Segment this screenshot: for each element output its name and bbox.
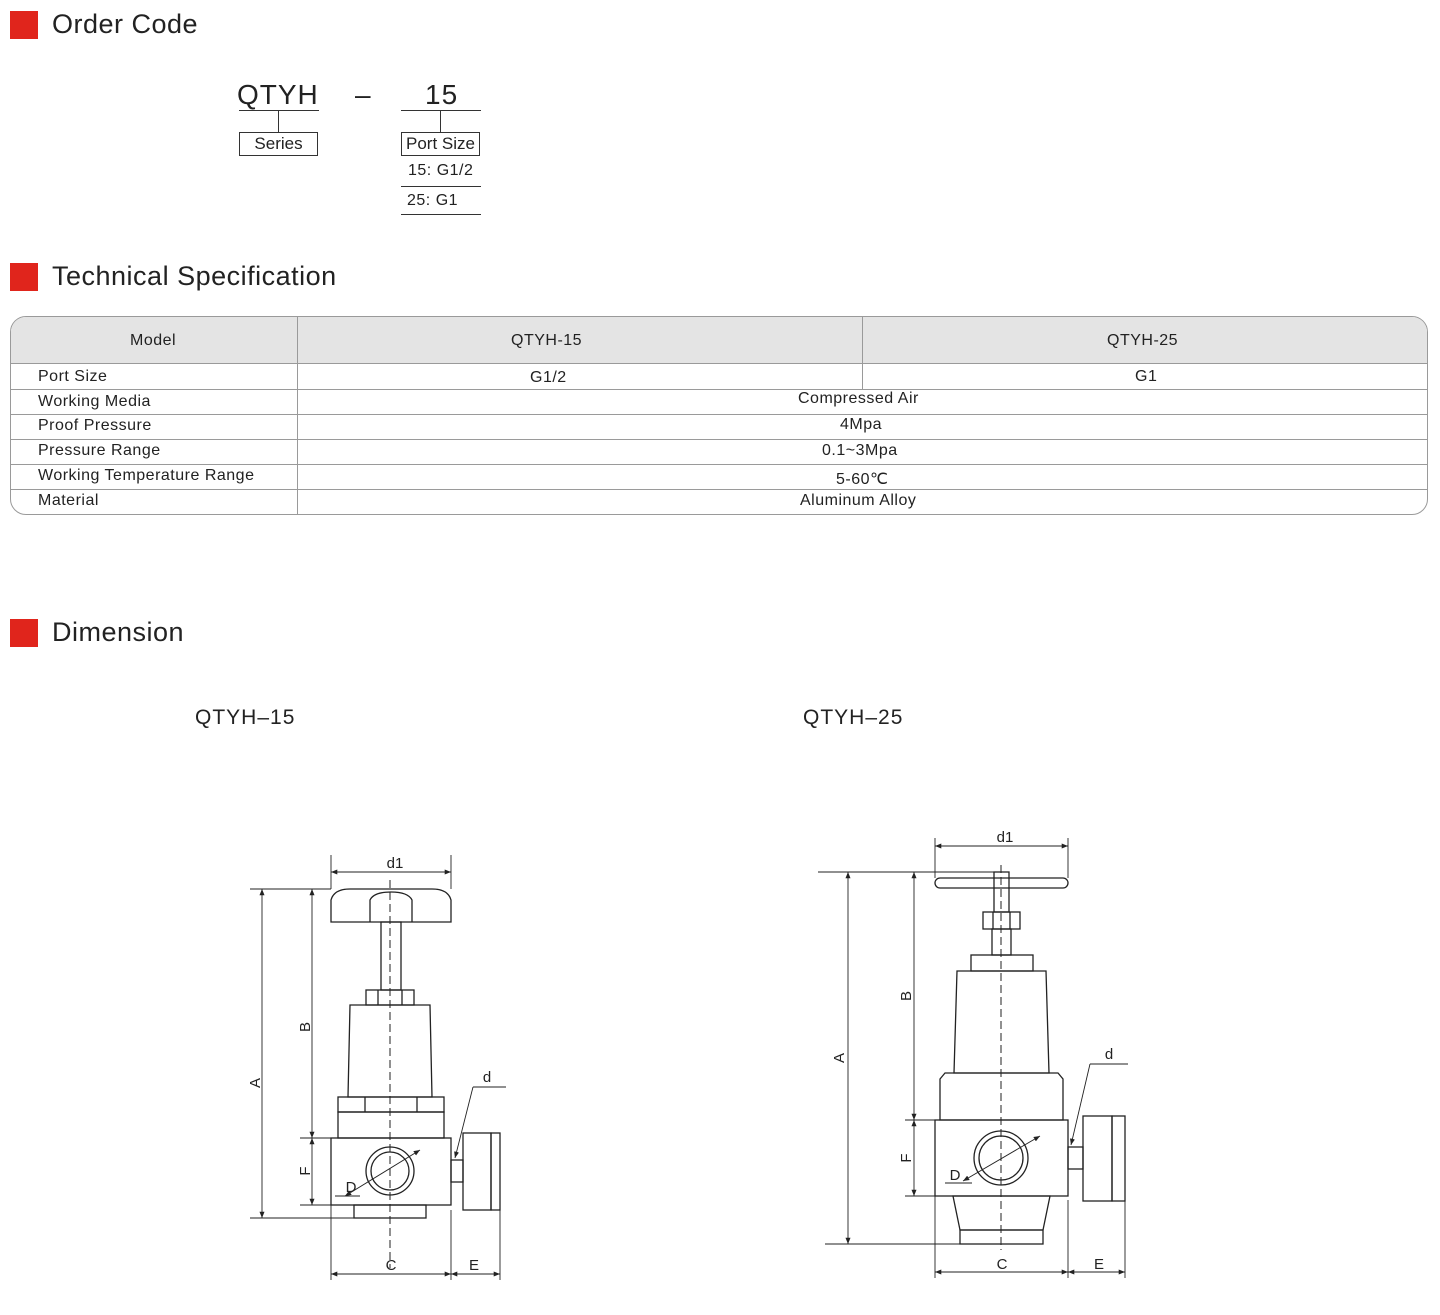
row-value: 0.1~3Mpa <box>822 442 898 459</box>
port-option: 15: G1/2 <box>408 162 474 179</box>
row-value: G1/2 <box>530 369 567 386</box>
row-value: 4Mpa <box>840 416 883 433</box>
row-label: Port Size <box>38 368 108 385</box>
series-code: QTYH <box>237 79 319 110</box>
dim-label-f: F <box>898 1153 915 1162</box>
dim-label-c: C <box>997 1256 1008 1273</box>
section-order-code: Order Code <box>10 9 198 40</box>
row-label: Material <box>38 492 99 509</box>
row-value: Compressed Air <box>798 390 919 407</box>
dim-label-b: B <box>297 1022 314 1032</box>
section-title: Order Code <box>52 9 199 39</box>
dim-label-c: C <box>386 1257 397 1274</box>
dim-label-a: A <box>831 1053 848 1063</box>
header-model: Model <box>130 332 177 349</box>
dim-label-f: F <box>297 1166 314 1175</box>
red-square-icon <box>10 10 38 39</box>
drawing-title-qtyh25: QTYH–25 <box>803 706 904 729</box>
row-value: G1 <box>1135 368 1158 385</box>
red-square-icon <box>10 618 38 647</box>
section-title: Dimension <box>52 617 185 647</box>
series-label: Series <box>239 132 318 156</box>
section-title: Technical Specification <box>52 261 337 291</box>
row-value: Aluminum Alloy <box>800 492 917 509</box>
row-label: Working Media <box>38 393 151 410</box>
dim-label-b: B <box>898 991 915 1001</box>
header-qtyh25: QTYH-25 <box>1107 332 1179 349</box>
dim-label-a: A <box>247 1078 264 1088</box>
red-square-icon <box>10 262 38 291</box>
dim-label-d-gauge: d <box>483 1069 491 1086</box>
dim-label-d-gauge: d <box>1105 1046 1113 1063</box>
section-dimension: Dimension <box>10 617 184 648</box>
row-label: Proof Pressure <box>38 417 152 434</box>
dim-label-d-port: D <box>950 1167 961 1184</box>
row-label: Pressure Range <box>38 442 161 459</box>
port-size-label: Port Size <box>401 132 480 156</box>
section-tech-spec: Technical Specification <box>10 261 337 292</box>
spec-table: Model QTYH-15 QTYH-25 Port Size G1/2 G1 … <box>10 316 1428 515</box>
row-value: 5-60℃ <box>836 471 889 488</box>
size-code: 15 <box>425 79 459 110</box>
spec-header-row <box>11 317 1427 364</box>
code-dash: – <box>355 79 372 110</box>
dim-label-d1: d1 <box>387 855 404 872</box>
dim-label-e: E <box>469 1257 479 1274</box>
dimension-drawing-qtyh25: d1 A B F D d C E <box>818 829 1128 1278</box>
drawing-title-qtyh15: QTYH–15 <box>195 706 296 729</box>
row-label: Working Temperature Range <box>38 467 255 484</box>
dim-label-d1: d1 <box>997 829 1014 846</box>
dimension-drawing-qtyh15: d1 A B F D d C E <box>247 855 506 1280</box>
dim-label-e: E <box>1094 1256 1104 1273</box>
dim-label-d-port: D <box>346 1179 357 1196</box>
port-option: 25: G1 <box>407 192 459 209</box>
header-qtyh15: QTYH-15 <box>511 332 583 349</box>
